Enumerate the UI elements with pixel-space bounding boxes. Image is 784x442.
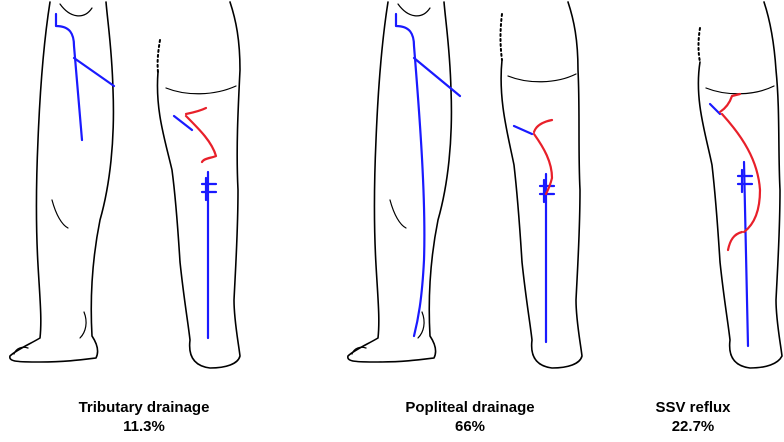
popliteal-drainage-path [514,126,532,134]
tributary-vein [74,58,114,86]
caption-popliteal-drainage: Popliteal drainage 66% [350,398,590,436]
back-vein-system [174,108,216,338]
front-leg-outline [10,2,114,362]
reflux-branch-upper [534,120,552,132]
reflux-branch-upper [186,108,206,114]
panel-popliteal-drainage [348,2,582,368]
caption-tributary-drainage: Tributary drainage 11.3% [24,398,264,436]
junction-segment [710,104,720,114]
caption-ssv-reflux: SSV reflux 22.7% [608,398,778,436]
caption-percentage: 66% [350,417,590,436]
reflux-branch-main [186,116,216,162]
small-saphenous-vein [744,162,748,346]
panel-tributary-drainage [10,2,240,368]
caption-percentage: 22.7% [608,417,778,436]
tributary-vein [414,58,460,96]
great-saphenous-vein [56,14,82,140]
reflux-branch-upper [720,94,740,112]
back-leg-outline [157,2,240,368]
reflux-branch-lower [728,232,742,250]
front-vein-system [56,14,114,140]
caption-title: SSV reflux [608,398,778,417]
caption-title: Tributary drainage [24,398,264,417]
caption-percentage: 11.3% [24,417,264,436]
front-leg-outline [348,2,452,362]
caption-title: Popliteal drainage [350,398,590,417]
panel-ssv-reflux [698,2,782,368]
